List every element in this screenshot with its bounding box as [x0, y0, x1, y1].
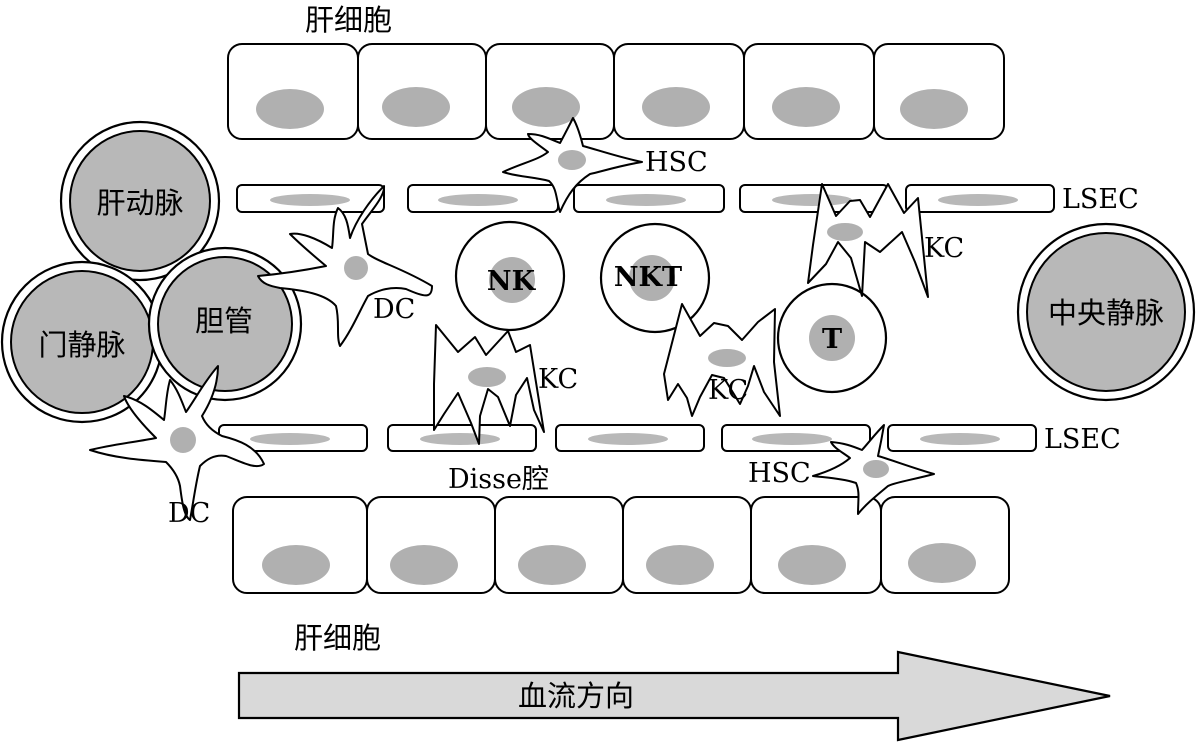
nk-label: NK	[487, 266, 537, 297]
flow-direction-label: 血流方向	[518, 679, 634, 713]
hepatocyte-nucleus	[256, 89, 324, 129]
hepatocyte-nucleus	[646, 545, 714, 585]
hepatocyte-nucleus	[390, 545, 458, 585]
hepatocyte-nucleus	[518, 545, 586, 585]
dendritic-cell-upper	[257, 185, 433, 347]
dc-lower-label: DC	[168, 498, 210, 529]
lsec-nucleus	[420, 433, 500, 445]
lsec-row-top	[236, 184, 1055, 213]
hepatocyte-nucleus	[908, 543, 976, 583]
kupffer-cell-top-right	[807, 183, 929, 298]
lsec-nucleus	[772, 194, 852, 206]
bile-duct-label: 胆管	[195, 304, 253, 338]
nkt-label: NKT	[614, 262, 682, 293]
hepatic-artery	[59, 120, 221, 282]
hepatocyte-top-label: 肝细胞	[305, 3, 392, 37]
hsc-top-label: HSC	[645, 147, 708, 178]
lsec-bottom-label: LSEC	[1044, 424, 1121, 455]
portal-vein	[0, 260, 164, 424]
kc-top-right-label: KC	[924, 233, 964, 264]
lsec-nucleus	[270, 194, 350, 206]
t-cell-label: T	[822, 324, 842, 355]
lsec-nucleus	[752, 433, 832, 445]
lsec-nucleus	[588, 433, 668, 445]
hepatocyte-nucleus	[642, 87, 710, 127]
hepatocyte-nucleus	[512, 87, 580, 127]
lsec-nucleus	[606, 194, 686, 206]
central-vein-label: 中央静脉	[1048, 296, 1164, 330]
hepatocyte-nucleus	[900, 89, 968, 129]
hepatocyte-row-top	[227, 43, 1005, 140]
central-vein	[1016, 222, 1196, 402]
bile-duct	[147, 246, 303, 402]
nk-cell	[454, 220, 566, 332]
lsec-nucleus	[920, 433, 1000, 445]
hepatocyte-nucleus	[262, 545, 330, 585]
lsec-row-bottom	[218, 424, 1037, 452]
kc-mid-left-label: KC	[538, 364, 578, 395]
kc-mid-right-label: KC	[708, 375, 748, 406]
dendritic-cell-lower	[89, 365, 265, 521]
t-cell	[776, 282, 888, 394]
hsc-bottom-label: HSC	[748, 458, 811, 489]
hepatocyte-row-bottom	[232, 496, 1010, 594]
hepatocyte-bottom-label: 肝细胞	[294, 621, 381, 655]
hepatic-artery-label: 肝动脉	[96, 186, 183, 220]
hsc-bottom	[812, 424, 935, 515]
lsec-nucleus	[438, 194, 518, 206]
disse-space-label: Disse腔	[448, 464, 549, 495]
hepatocyte-nucleus	[382, 87, 450, 127]
dc-upper-label: DC	[373, 294, 415, 325]
kupffer-cell-mid-left	[433, 324, 545, 445]
portal-vein-label: 门静脉	[38, 328, 125, 362]
lsec-nucleus	[250, 433, 330, 445]
lsec-top-label: LSEC	[1062, 184, 1139, 215]
hepatocyte-nucleus	[772, 87, 840, 127]
hepatocyte-nucleus	[778, 545, 846, 585]
blood-flow-arrow	[237, 650, 1111, 742]
lsec-nucleus	[938, 194, 1018, 206]
kupffer-cell-mid-right	[663, 303, 781, 417]
hsc-top	[502, 117, 643, 213]
